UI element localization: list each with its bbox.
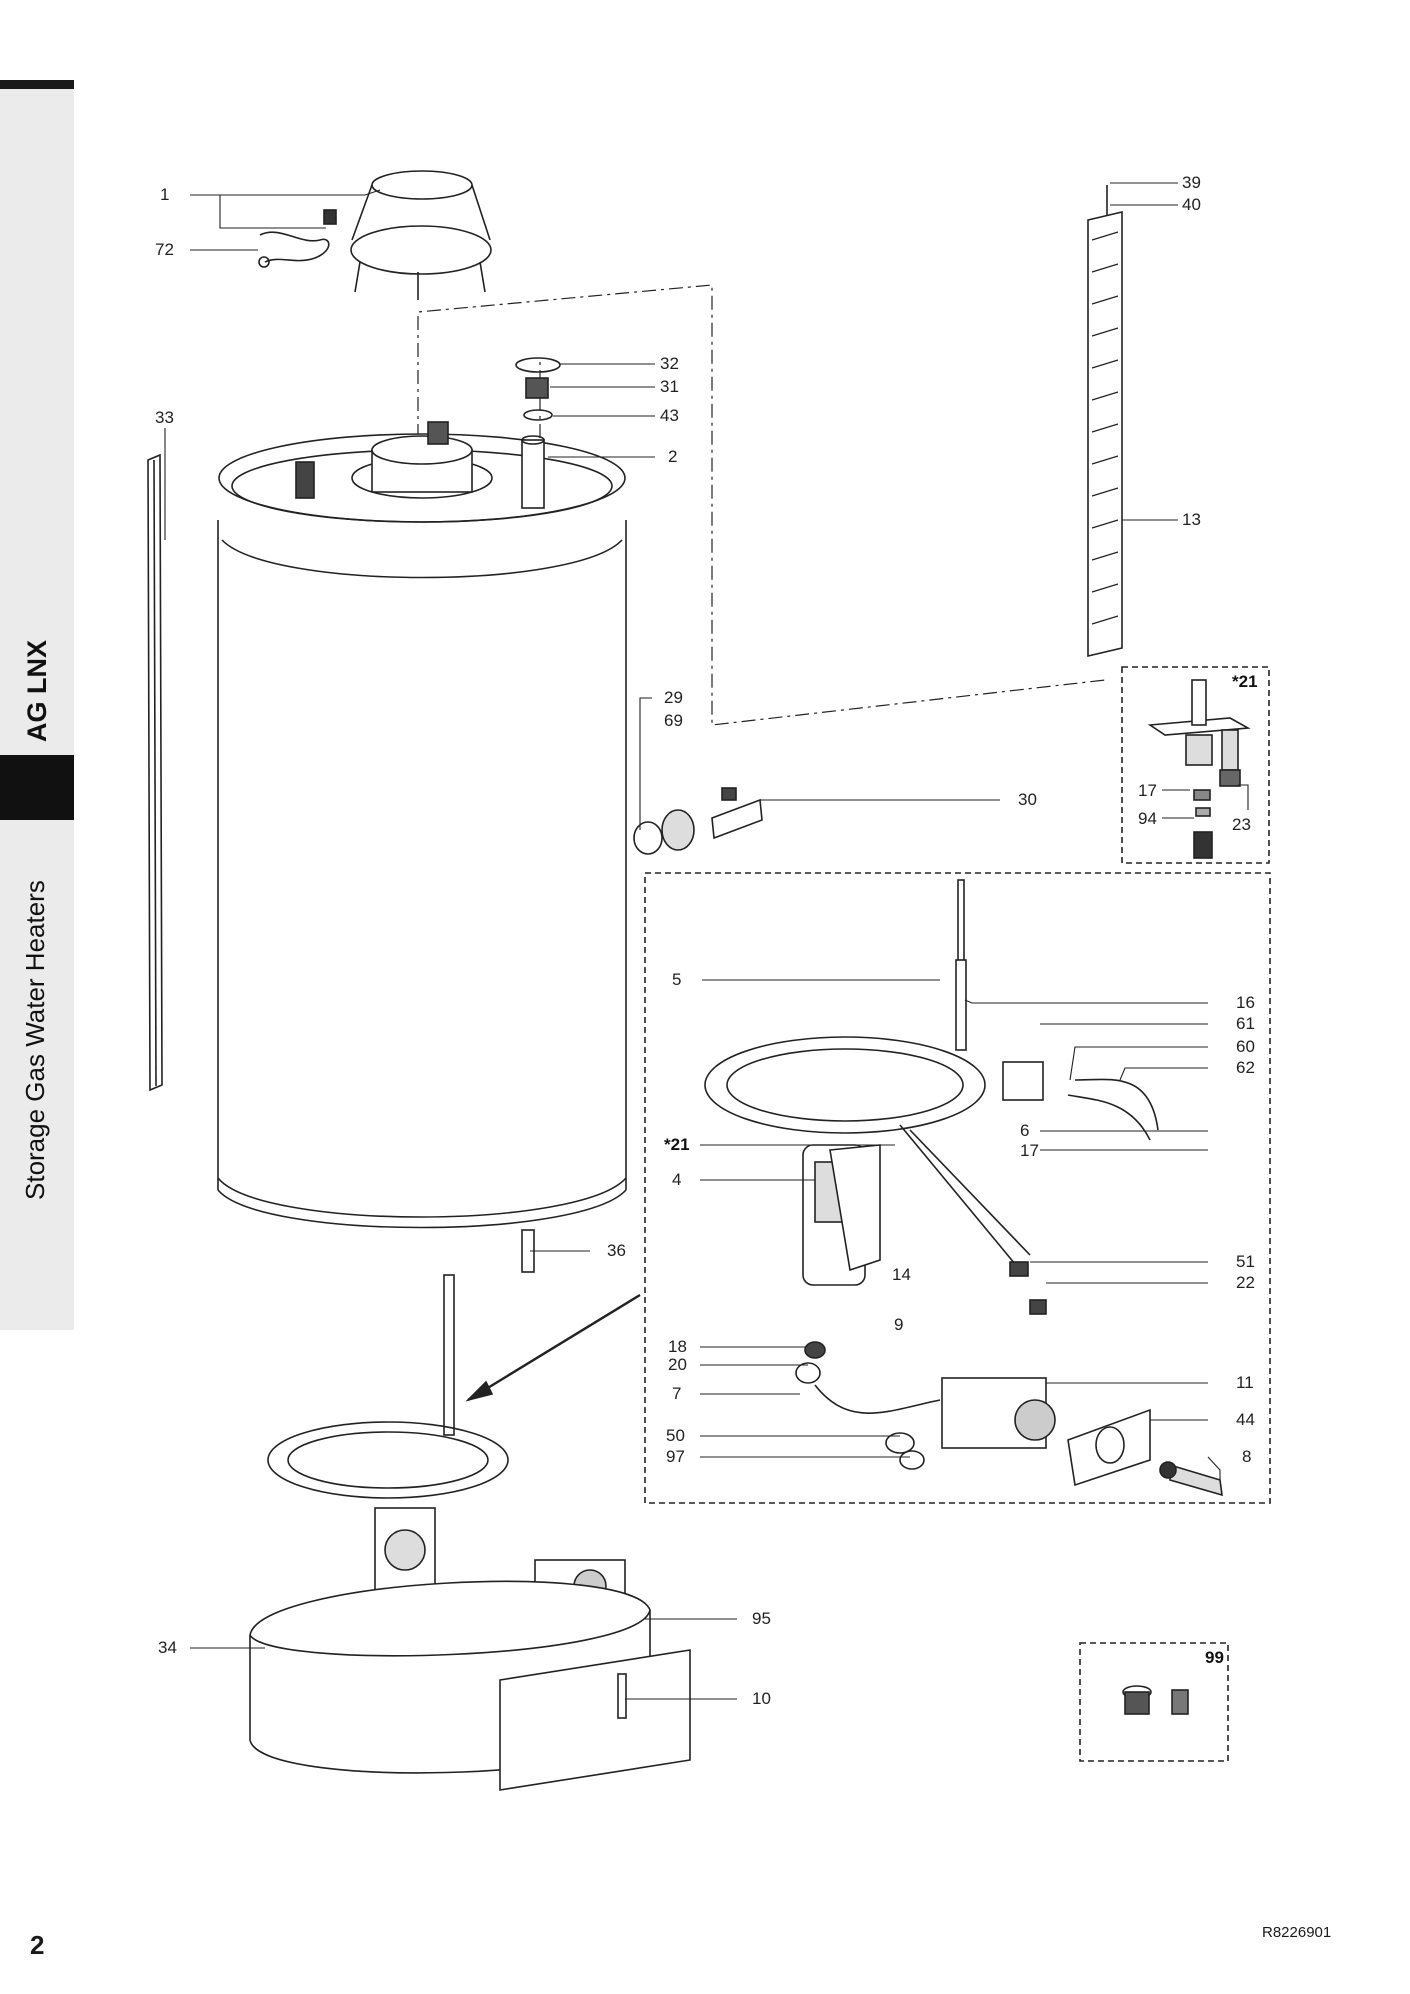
callout-1: 1 xyxy=(160,185,169,204)
callout-21-inset: *21 xyxy=(1232,672,1258,691)
callout-60: 60 xyxy=(1236,1037,1255,1056)
callout-43: 43 xyxy=(660,406,679,425)
callout-95: 95 xyxy=(752,1609,771,1628)
anode-rod-drawing xyxy=(147,453,163,1092)
callout-39: 39 xyxy=(1182,173,1201,192)
tank-body-drawing xyxy=(217,421,627,1273)
callout-leader-lines xyxy=(164,182,1249,1700)
callout-30: 30 xyxy=(1018,790,1037,809)
sidebar-marker-block xyxy=(0,755,74,820)
callout-11: 11 xyxy=(1236,1373,1254,1392)
burner-assembly-box xyxy=(644,872,1271,1504)
callout-14: 14 xyxy=(892,1265,911,1284)
callout-97: 97 xyxy=(666,1447,685,1466)
callout-33: 33 xyxy=(155,408,174,427)
assembly-guide-lines xyxy=(417,284,1106,726)
callout-7: 7 xyxy=(672,1384,681,1403)
connector-arrow-line xyxy=(467,1293,641,1402)
callout-18: 18 xyxy=(668,1337,687,1356)
burner-box-parts-drawing xyxy=(704,879,1223,1497)
callout-4: 4 xyxy=(672,1170,681,1189)
callout-50: 50 xyxy=(666,1426,685,1445)
callout-17-inset: 17 xyxy=(1138,781,1157,800)
parts-kit-99-box xyxy=(1079,1642,1229,1762)
callout-94: 94 xyxy=(1138,809,1157,828)
callout-62: 62 xyxy=(1236,1058,1255,1077)
callout-69: 69 xyxy=(664,711,683,730)
callout-72: 72 xyxy=(155,240,174,259)
callout-51: 51 xyxy=(1236,1252,1255,1271)
wire-harness-drawing xyxy=(258,231,330,268)
callout-44: 44 xyxy=(1236,1410,1255,1429)
flue-hood-drawing xyxy=(323,170,492,300)
callout-21-burner: *21 xyxy=(664,1135,690,1154)
callout-29: 29 xyxy=(664,688,683,707)
callout-99: 99 xyxy=(1205,1648,1224,1667)
callout-32: 32 xyxy=(660,354,679,373)
sidebar-band xyxy=(0,80,74,1330)
callout-16: 16 xyxy=(1236,993,1255,1012)
document-code: R8226901 xyxy=(1262,1924,1332,1941)
inlet-fittings-drawing xyxy=(633,787,763,855)
callout-13: 13 xyxy=(1182,510,1201,529)
callout-22: 22 xyxy=(1236,1273,1255,1292)
top-fittings-drawing xyxy=(515,357,561,421)
callout-36: 36 xyxy=(607,1241,626,1260)
callout-9: 9 xyxy=(894,1315,903,1334)
callout-8: 8 xyxy=(1242,1447,1251,1466)
callout-40: 40 xyxy=(1182,195,1201,214)
connector-arrowhead xyxy=(465,1380,494,1402)
pilot-assembly-drawing xyxy=(1147,679,1251,859)
callout-5: 5 xyxy=(672,970,681,989)
pilot-assembly-inset-box xyxy=(1121,666,1270,864)
callout-6: 6 xyxy=(1020,1121,1029,1140)
callout-labels: 1 72 33 32 31 43 2 39 40 13 *21 17 94 23… xyxy=(155,173,1258,1708)
callout-34: 34 xyxy=(158,1638,177,1657)
callout-2: 2 xyxy=(668,447,677,466)
lower-assembly-drawing xyxy=(249,1274,691,1791)
callout-61: 61 xyxy=(1236,1014,1255,1033)
callout-10: 10 xyxy=(752,1689,771,1708)
sidebar-top-bar xyxy=(0,80,74,89)
callout-20: 20 xyxy=(668,1355,687,1374)
parts-kit-99-drawing xyxy=(1122,1685,1189,1715)
callout-17-burner: 17 xyxy=(1020,1141,1039,1160)
flue-baffle-drawing xyxy=(1087,185,1123,658)
callout-23: 23 xyxy=(1232,815,1251,834)
callout-31: 31 xyxy=(660,377,679,396)
page-number: 2 xyxy=(30,1930,45,1960)
